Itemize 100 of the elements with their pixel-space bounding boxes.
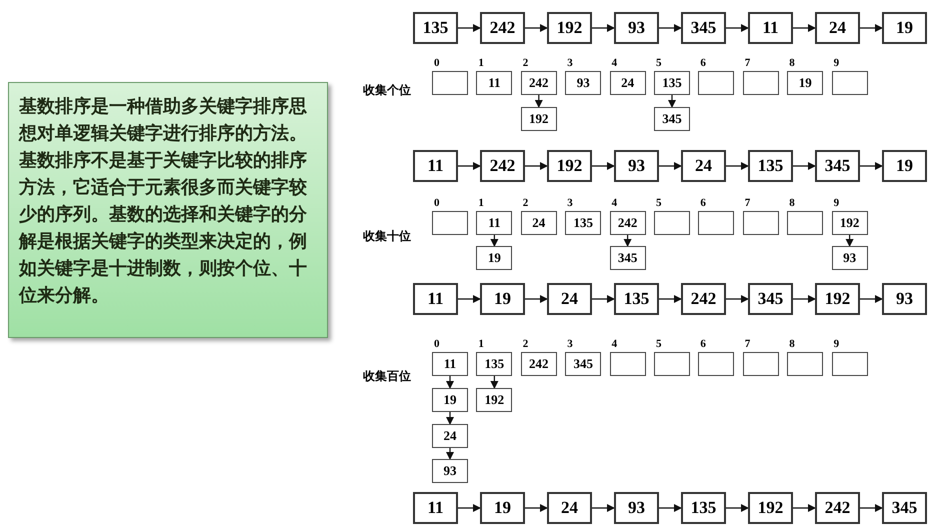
- arrow: [458, 162, 481, 170]
- arrow: [592, 295, 615, 303]
- arrow: [860, 24, 883, 32]
- arrow: [793, 24, 816, 32]
- list-node: 11: [413, 150, 458, 182]
- list-node: 135: [681, 492, 726, 524]
- bucket-box: 19: [432, 388, 468, 412]
- arrow: [458, 295, 481, 303]
- empty-bucket-box: [432, 211, 468, 235]
- arrow: [659, 504, 682, 512]
- arrow: [726, 295, 749, 303]
- bucket-box: 19: [476, 246, 512, 270]
- arrow: [793, 295, 816, 303]
- empty-bucket-box: [832, 352, 868, 376]
- arrow: [592, 504, 615, 512]
- bucket-box: 11: [432, 352, 468, 376]
- bucket-index: 6: [700, 339, 706, 350]
- bucket-box: 242: [610, 211, 646, 235]
- pass-label: 收集个位: [363, 82, 411, 99]
- bucket-index: 2: [522, 339, 528, 350]
- bucket-index: 7: [744, 339, 750, 350]
- arrow: [592, 24, 615, 32]
- bucket-index: 4: [612, 198, 618, 209]
- bucket-index: 2: [522, 58, 528, 69]
- list-node: 19: [882, 12, 927, 44]
- bucket-index: 0: [434, 198, 440, 209]
- empty-bucket-box: [742, 352, 779, 376]
- empty-bucket-box: [610, 352, 646, 376]
- list-node: 345: [681, 12, 726, 44]
- bucket-index: 8: [789, 339, 795, 350]
- list-node: 93: [614, 12, 659, 44]
- arrow: [525, 504, 548, 512]
- note-box: [8, 82, 328, 338]
- bucket-box: 192: [520, 107, 557, 131]
- arrow: [659, 162, 682, 170]
- arrow: [446, 412, 454, 425]
- bucket-index: 8: [789, 198, 795, 209]
- arrow: [860, 162, 883, 170]
- description-text: 基数排序是一种借助多关键字排序思想对单逻辑关键字进行排序的方法。基数排序不是基于关键字比较的排序方法，它适合于元素很多而关键字较少的序列。基数的选择和关键字的分解是根据关键字的类型来决定的，例如关键字是十进制数，则按个位、十位来分解。: [19, 95, 308, 308]
- empty-bucket-box: [787, 211, 824, 235]
- list-node: 192: [547, 150, 592, 182]
- bucket-box: 345: [654, 107, 690, 131]
- empty-bucket-box: [698, 71, 734, 95]
- arrow: [534, 95, 543, 108]
- bucket-index: 0: [434, 58, 440, 69]
- empty-bucket-box: [432, 71, 468, 95]
- arrow: [490, 376, 498, 389]
- bucket-box: 24: [520, 211, 557, 235]
- list-node: 11: [413, 283, 458, 315]
- arrow: [490, 235, 498, 247]
- bucket-index: 0: [434, 339, 440, 350]
- list-node: 93: [882, 283, 927, 315]
- arrow: [860, 295, 883, 303]
- arrow: [659, 24, 682, 32]
- list-node: 345: [882, 492, 927, 524]
- arrow: [624, 235, 632, 247]
- list-node: 19: [480, 283, 525, 315]
- bucket-index: 5: [656, 339, 662, 350]
- list-node: 345: [815, 150, 860, 182]
- list-node: 192: [815, 283, 860, 315]
- bucket-index: 4: [612, 58, 618, 69]
- empty-bucket-box: [654, 211, 690, 235]
- bucket-index: 5: [656, 58, 662, 69]
- bucket-box: 11: [476, 71, 512, 95]
- list-node: 19: [882, 150, 927, 182]
- bucket-box: 192: [476, 388, 512, 412]
- bucket-index: 3: [567, 198, 573, 209]
- list-node: 135: [413, 12, 458, 44]
- bucket-box: 192: [832, 211, 868, 235]
- list-node: 24: [547, 283, 592, 315]
- list-node: 93: [614, 492, 659, 524]
- bucket-box: 345: [565, 352, 602, 376]
- empty-bucket-box: [832, 71, 868, 95]
- bucket-index: 7: [744, 58, 750, 69]
- empty-bucket-box: [698, 211, 734, 235]
- pass-label: 收集百位: [363, 368, 411, 385]
- bucket-box: 345: [610, 246, 646, 270]
- arrow: [525, 24, 548, 32]
- bucket-index: 1: [478, 339, 484, 350]
- bucket-index: 6: [700, 198, 706, 209]
- bucket-index: 6: [700, 58, 706, 69]
- bucket-box: 135: [565, 211, 602, 235]
- arrow: [525, 162, 548, 170]
- list-node: 24: [681, 150, 726, 182]
- list-node: 93: [614, 150, 659, 182]
- bucket-box: 19: [787, 71, 824, 95]
- bucket-index: 8: [789, 58, 795, 69]
- bucket-index: 4: [612, 339, 618, 350]
- arrow: [446, 376, 454, 389]
- empty-bucket-box: [742, 211, 779, 235]
- empty-bucket-box: [698, 352, 734, 376]
- arrow: [446, 448, 454, 460]
- bucket-index: 1: [478, 198, 484, 209]
- bucket-index: 2: [522, 198, 528, 209]
- list-node: 192: [547, 12, 592, 44]
- list-node: 345: [748, 283, 793, 315]
- empty-bucket-box: [787, 352, 824, 376]
- bucket-index: 3: [567, 58, 573, 69]
- list-node: 135: [748, 150, 793, 182]
- bucket-box: 242: [520, 71, 557, 95]
